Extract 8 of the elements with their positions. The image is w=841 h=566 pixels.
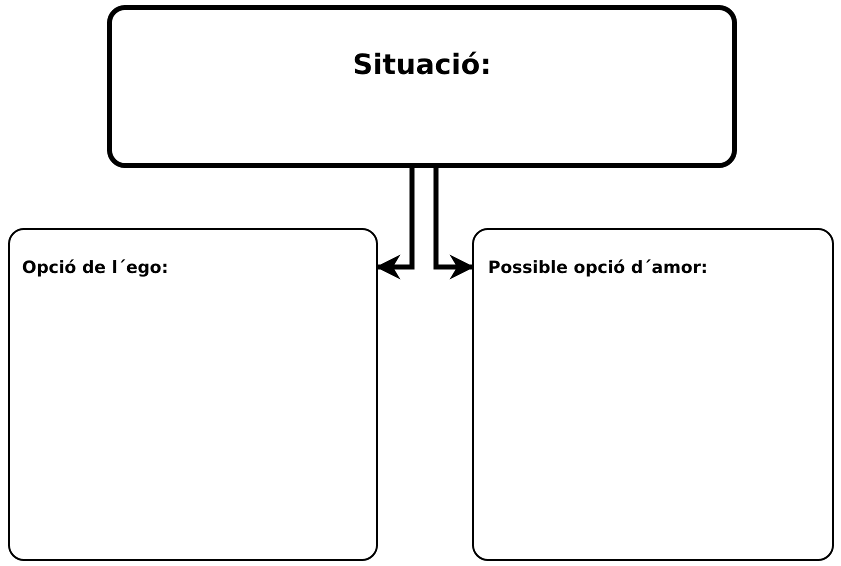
text-box bbox=[472, 228, 834, 561]
arrow bbox=[434, 168, 474, 280]
arrow bbox=[376, 168, 414, 280]
text-box bbox=[107, 5, 737, 168]
heading: Opció de l´ego: bbox=[22, 258, 168, 278]
heading: Possible opció d´amor: bbox=[488, 258, 708, 278]
text-box bbox=[8, 228, 378, 561]
heading: Situació: bbox=[352, 48, 492, 81]
